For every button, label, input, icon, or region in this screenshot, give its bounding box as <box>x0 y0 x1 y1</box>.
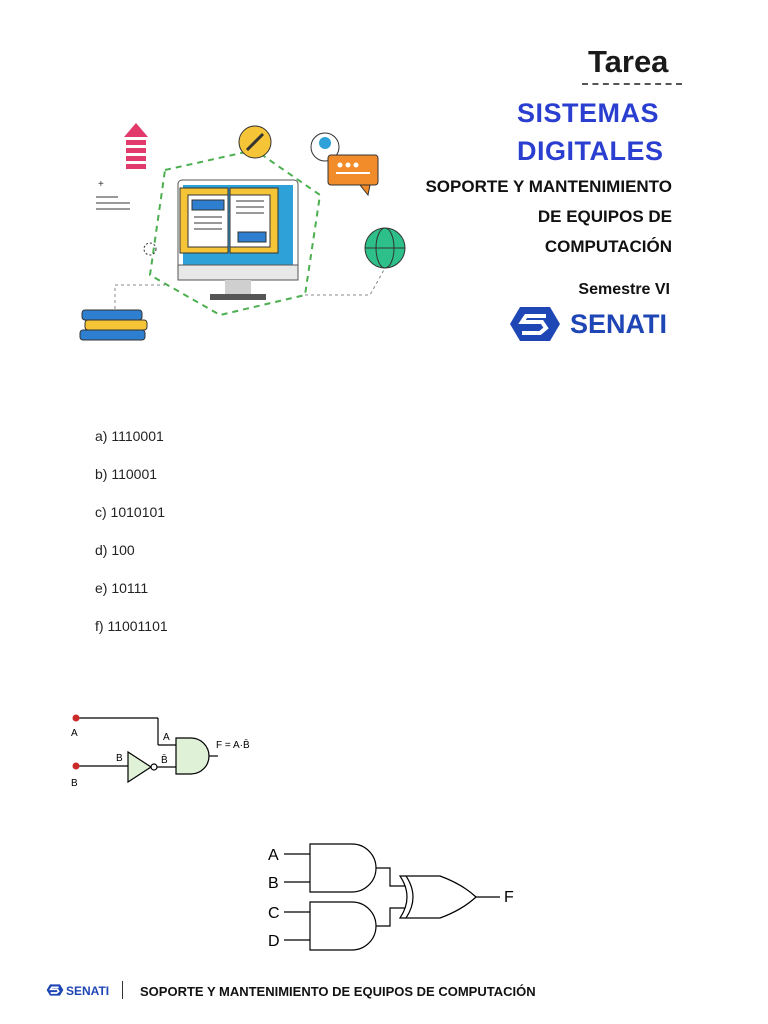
subtitle-line2: DE EQUIPOS DE <box>537 207 672 226</box>
exercise-item-a: a) 1110001 <box>95 428 164 444</box>
exercise-item-e: e) 10111 <box>95 580 149 596</box>
exercise-item-f: f) 11001101 <box>95 618 168 634</box>
footer-course-name: SOPORTE Y MANTENIMIENTO DE EQUIPOS DE CO… <box>140 984 536 999</box>
svg-text:+: + <box>98 179 104 190</box>
circuit1-input-b: B <box>71 778 78 789</box>
circuit-and-or: A B C D F <box>268 843 514 951</box>
semester-label: Semestre VI <box>578 281 670 298</box>
title-underline <box>582 83 682 85</box>
exercise-item-d: d) 100 <box>95 542 135 558</box>
senati-logo-icon <box>510 307 560 341</box>
footer-divider <box>122 981 123 999</box>
circuit2-input-a: A <box>268 847 279 864</box>
circuit2-input-d: D <box>268 933 280 950</box>
header-illustration: + <box>79 123 406 341</box>
circuit1-wire-b: B <box>116 753 123 764</box>
circuit1-input-a: A <box>71 728 78 739</box>
exercise-item-c: c) 1010101 <box>95 504 166 520</box>
exercise-item-b: b) 110001 <box>95 466 158 482</box>
task-title: Tarea <box>588 44 669 79</box>
brand-name: SENATI <box>570 309 668 339</box>
circuit2-output: F <box>504 889 514 906</box>
footer-senati-logo-icon <box>46 984 64 996</box>
footer-brand: SENATI <box>66 984 110 998</box>
circuit2-input-b: B <box>268 875 279 892</box>
circuit-and-not: A B A B B̄ F = A·B̄ <box>71 714 250 789</box>
circuit1-wire-a: A <box>163 732 170 743</box>
circuit2-input-c: C <box>268 905 280 922</box>
course-title-line1: SISTEMAS <box>517 98 660 128</box>
course-title-line2: DIGITALES <box>517 136 664 166</box>
subtitle-line3: COMPUTACIÓN <box>544 237 672 256</box>
circuit1-output: F = A·B̄ <box>216 738 250 751</box>
subtitle-line1: SOPORTE Y MANTENIMIENTO <box>425 177 672 196</box>
circuit1-wire-b-not: B̄ <box>161 753 168 766</box>
